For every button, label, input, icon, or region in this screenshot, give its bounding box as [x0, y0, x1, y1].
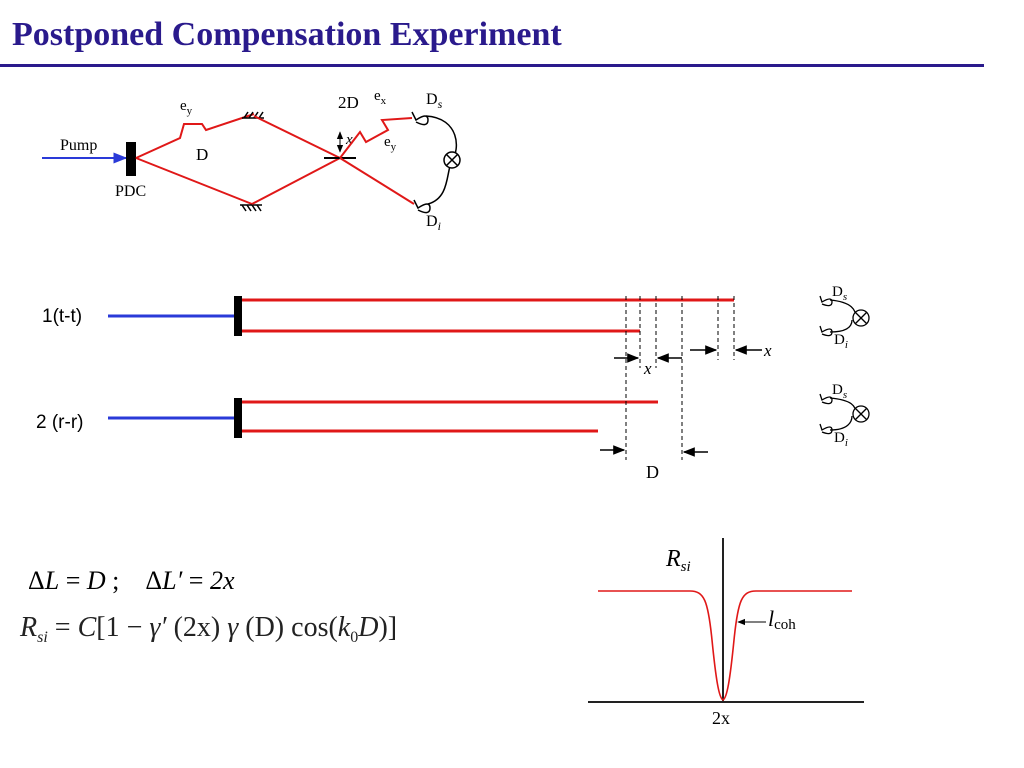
- row1-label: 1(t-t): [42, 306, 82, 327]
- row2-label: 2 (r-r): [36, 412, 83, 433]
- upper-arm-to-mirror: [135, 113, 255, 159]
- coincidence-counter-icon: [443, 151, 461, 169]
- coincidence-rate-equation: Rsi = C[1 − γ′ (2x) γ (D) cos(k0D)]: [20, 612, 398, 646]
- lower-mirror: [240, 204, 262, 212]
- pump-label: Pump: [60, 137, 97, 154]
- x-label-left: x: [643, 359, 652, 378]
- page-title: Postponed Compensation Experiment: [12, 16, 562, 53]
- ds-detector-icon: [819, 393, 833, 405]
- ey-right-label: ey: [384, 134, 397, 153]
- pdc-label: PDC: [115, 183, 146, 200]
- pdc-crystal: [126, 142, 136, 176]
- d-delay-label: D: [196, 145, 208, 164]
- ds-label: Ds: [426, 91, 443, 111]
- lower-arm-to-bs: [251, 157, 341, 205]
- d-label-bottom: D: [646, 462, 659, 482]
- x-shift-label: x: [345, 132, 353, 148]
- coincidence-dip-plot: Rsi lcoh 2x: [588, 538, 864, 728]
- detector-pair-row1: Ds Di: [819, 284, 870, 351]
- di-label-row2: Di: [834, 430, 848, 449]
- di-detector-icon: [819, 423, 833, 435]
- di-label: Di: [426, 213, 441, 233]
- detector-pair-row2: Ds Di: [819, 382, 870, 449]
- x-label-right: x: [763, 341, 772, 360]
- path-length-diagram: 1(t-t) 2 (r-r) x x D: [36, 284, 870, 482]
- two-d-label: 2D: [338, 93, 359, 112]
- row1-crystal: [234, 296, 242, 336]
- di-detector-icon: [819, 325, 833, 337]
- dip-curve: [598, 590, 852, 701]
- row2-crystal: [234, 398, 242, 438]
- plot-y-label: Rsi: [665, 546, 691, 575]
- ds-detector-icon: [819, 295, 833, 307]
- lower-arm-to-mirror: [135, 157, 253, 205]
- ds-label-row2: Ds: [832, 382, 847, 401]
- top-setup-diagram: Pump PDC ey D x 2D ex ey: [42, 88, 461, 233]
- path-difference-equation: ΔL = D ; ΔL′ = 2x: [28, 566, 235, 595]
- title-underline: [0, 64, 984, 67]
- di-label-row1: Di: [834, 332, 848, 351]
- ds-label-row1: Ds: [832, 284, 847, 303]
- beam-to-di: [339, 157, 415, 205]
- ey-upper-label: ey: [180, 98, 193, 117]
- upper-arm-to-bs: [253, 115, 341, 159]
- ex-label: ex: [374, 88, 387, 107]
- detector-ds-icon: [411, 111, 429, 126]
- plot-x-label: 2x: [712, 708, 730, 728]
- detector-di-icon: [413, 199, 431, 214]
- plot-coh-label: lcoh: [768, 606, 796, 633]
- beam-to-ds: [339, 117, 413, 159]
- reference-dashes: [625, 296, 735, 460]
